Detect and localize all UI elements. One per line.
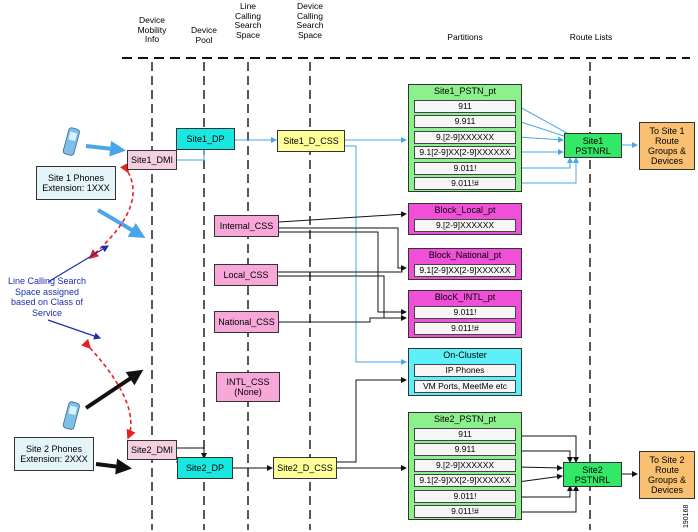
- partition-title: On-Cluster: [443, 350, 487, 360]
- partition-pattern: VM Ports, MeetMe etc: [414, 380, 516, 393]
- partition-pattern: 911: [414, 428, 516, 441]
- phone-icon: [62, 127, 80, 156]
- css-assignment-annotation: Line Calling Search Space assigned based…: [7, 276, 87, 318]
- site1-device-css-box: Site1_D_CSS: [277, 130, 345, 152]
- site2-phones-extension: Extension: 2XXX: [20, 454, 88, 464]
- partition-pattern: 9.1[2-9]XX[2-9]XXXXXX: [414, 146, 516, 159]
- site2-device-pool-box: Site2_DP: [177, 457, 233, 479]
- partition-pattern: 911: [414, 100, 516, 113]
- site2-to-dmi-arrow: [95, 458, 132, 475]
- site1-to-linecss-arrow: [96, 208, 146, 239]
- block-local-partition: Block_Local_pt 9.[2-9]XXXXXX: [408, 203, 522, 235]
- block-national-partition: Block_National_pt 9.1[2-9]XX[2-9]XXXXXX: [408, 248, 522, 280]
- site1-route-list-box: Site1 PSTNRL: [564, 133, 622, 158]
- site1-dmi-box: Site1_DMI: [127, 150, 177, 170]
- partition-pattern: 9.[2-9]XXXXXX: [414, 131, 516, 144]
- site2-route-list-box: Site2 PSTNRL: [563, 462, 622, 487]
- partition-pattern: 9.011!: [414, 306, 516, 319]
- partition-pattern: 9.1[2-9]XX[2-9]XXXXXX: [414, 474, 516, 487]
- phone-icon: [62, 401, 80, 430]
- site1-device-pool-box: Site1_DP: [176, 128, 235, 150]
- national-css-box: National_CSS: [214, 311, 279, 333]
- partition-pattern: 9.011!#: [414, 322, 516, 335]
- site2-phones-box: Site 2 Phones Extension: 2XXX: [14, 437, 94, 471]
- intl-css-box: INTL_CSS (None): [216, 372, 280, 402]
- annotation-arrow: [47, 319, 102, 340]
- partition-pattern: 9.911: [414, 443, 516, 456]
- site1-pstn-partition: Site1_PSTN_pt 911 9.911 9.[2-9]XXXXXX 9.…: [408, 84, 522, 192]
- header-route-lists: Route Lists: [569, 32, 613, 42]
- site1-phones-box: Site 1 Phones Extension: 1XXX: [36, 166, 116, 200]
- on-cluster-partition: On-Cluster IP Phones VM Ports, MeetMe et…: [408, 348, 522, 396]
- partition-pattern: 9.[2-9]XXXXXX: [414, 219, 516, 232]
- site1-to-dmi-arrow: [85, 140, 126, 157]
- site1-destination-box: To Site 1 Route Groups & Devices: [639, 122, 695, 170]
- partition-pattern: 9.011!: [414, 162, 516, 175]
- annotation-arrow: [47, 245, 110, 283]
- header-device-css: Device Calling Search Space: [296, 1, 324, 40]
- header-line-css: Line Calling Search Space: [234, 1, 262, 40]
- site2-device-css-box: Site2_D_CSS: [273, 457, 337, 479]
- site2-pstn-partition: Site2_PSTN_pt 911 9.911 9.[2-9]XXXXXX 9.…: [408, 412, 522, 520]
- site2-phones-label: Site 2 Phones: [25, 444, 83, 454]
- partition-pattern: 9.011!#: [414, 505, 516, 518]
- partition-title: Site1_PSTN_pt: [433, 86, 497, 96]
- partition-pattern: 9.011!: [414, 490, 516, 503]
- site2-dmi-box: Site2_DMI: [127, 440, 177, 460]
- partition-title: Block_Local_pt: [434, 205, 496, 215]
- partition-pattern: 9.1[2-9]XX[2-9]XXXXXX: [414, 264, 516, 277]
- partition-title: BlocK_INTL_pt: [434, 292, 496, 302]
- partition-pattern: 9.911: [414, 115, 516, 128]
- header-device-mobility-info: Device Mobility Info: [137, 15, 167, 44]
- internal-css-box: Internal_CSS: [214, 215, 279, 237]
- red-dashed-curve: [81, 338, 136, 440]
- figure-number: 190168: [683, 504, 690, 528]
- header-partitions: Partitions: [447, 32, 483, 42]
- partition-pattern: 9.[2-9]XXXXXX: [414, 459, 516, 472]
- red-dashed-curve: [88, 162, 134, 260]
- partition-pattern: IP Phones: [414, 364, 516, 377]
- partition-title: Site2_PSTN_pt: [433, 414, 497, 424]
- header-device-pool: Device Pool: [191, 25, 217, 45]
- site1-phones-extension: Extension: 1XXX: [42, 183, 110, 193]
- partition-title: Block_National_pt: [428, 250, 502, 260]
- site1-phones-label: Site 1 Phones: [47, 173, 105, 183]
- partition-pattern: 9.011!#: [414, 177, 516, 190]
- site2-destination-box: To Site 2 Route Groups & Devices: [639, 451, 695, 499]
- block-intl-partition: BlocK_INTL_pt 9.011! 9.011!#: [408, 290, 522, 338]
- local-css-box: Local_CSS: [214, 264, 278, 286]
